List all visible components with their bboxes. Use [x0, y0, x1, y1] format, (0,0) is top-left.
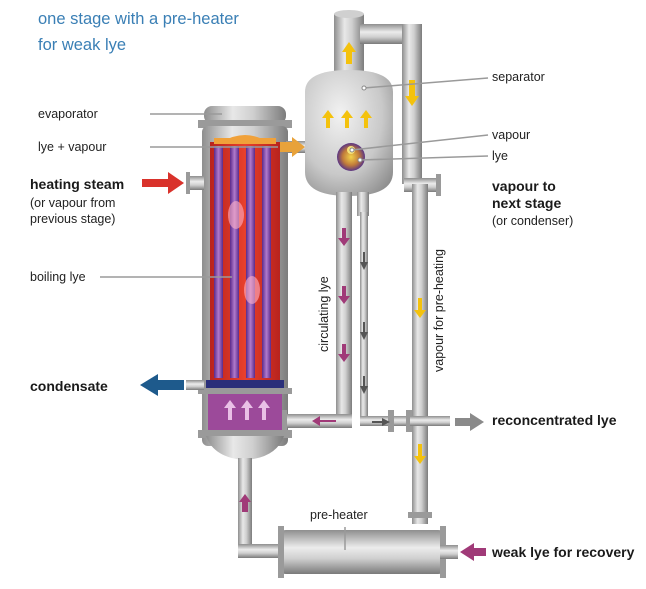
reconcentrated-outlet — [410, 413, 484, 431]
condensate-arrow — [140, 374, 184, 396]
label-vapour: vapour — [492, 128, 531, 142]
label-vapour-next-2: next stage — [492, 195, 562, 211]
label-pre-heater: pre-heater — [310, 508, 368, 522]
evaporator-body — [186, 106, 312, 460]
label-heating-steam-sub2: previous stage) — [30, 212, 116, 226]
up-arrows-bottom — [224, 400, 270, 420]
label-lye: lye — [492, 149, 508, 163]
preheater-arrows — [239, 494, 251, 512]
title-line-2: for weak lye — [38, 36, 127, 54]
leader-lines — [100, 77, 489, 550]
label-vapour-preheating: vapour for pre-heating — [432, 249, 446, 372]
lye-vapour-arrow — [280, 137, 305, 157]
heating-steam-arrow — [142, 172, 184, 194]
vapour-preheat-arrows — [414, 298, 426, 464]
label-boiling-lye: boiling lye — [30, 270, 86, 284]
leader-dots — [349, 85, 367, 163]
label-vapour-next-sub: (or condenser) — [492, 214, 574, 228]
gray-down-arrows — [360, 252, 390, 426]
title-line-1: one stage with a pre-heater — [38, 10, 239, 28]
label-heating-steam-sub1: (or vapour from — [30, 196, 116, 210]
circulating-arrows — [312, 228, 350, 426]
circulating-pipe — [282, 212, 412, 432]
weak-lye-arrow — [460, 543, 486, 561]
label-lye-vapour: lye + vapour — [38, 140, 107, 154]
label-heating-steam: heating steam — [30, 176, 125, 192]
label-evaporator: evaporator — [38, 107, 98, 121]
label-weak-lye: weak lye for recovery — [492, 544, 635, 560]
vapour-preheat-pipe — [408, 184, 432, 524]
label-circulating-lye: circulating lye — [317, 276, 331, 352]
label-condensate: condensate — [30, 378, 108, 394]
vapour-arrows — [322, 42, 419, 128]
label-reconcentrated-lye: reconcentrated lye — [492, 412, 617, 428]
label-separator: separator — [492, 70, 545, 84]
label-vapour-next-1: vapour to — [492, 178, 556, 194]
